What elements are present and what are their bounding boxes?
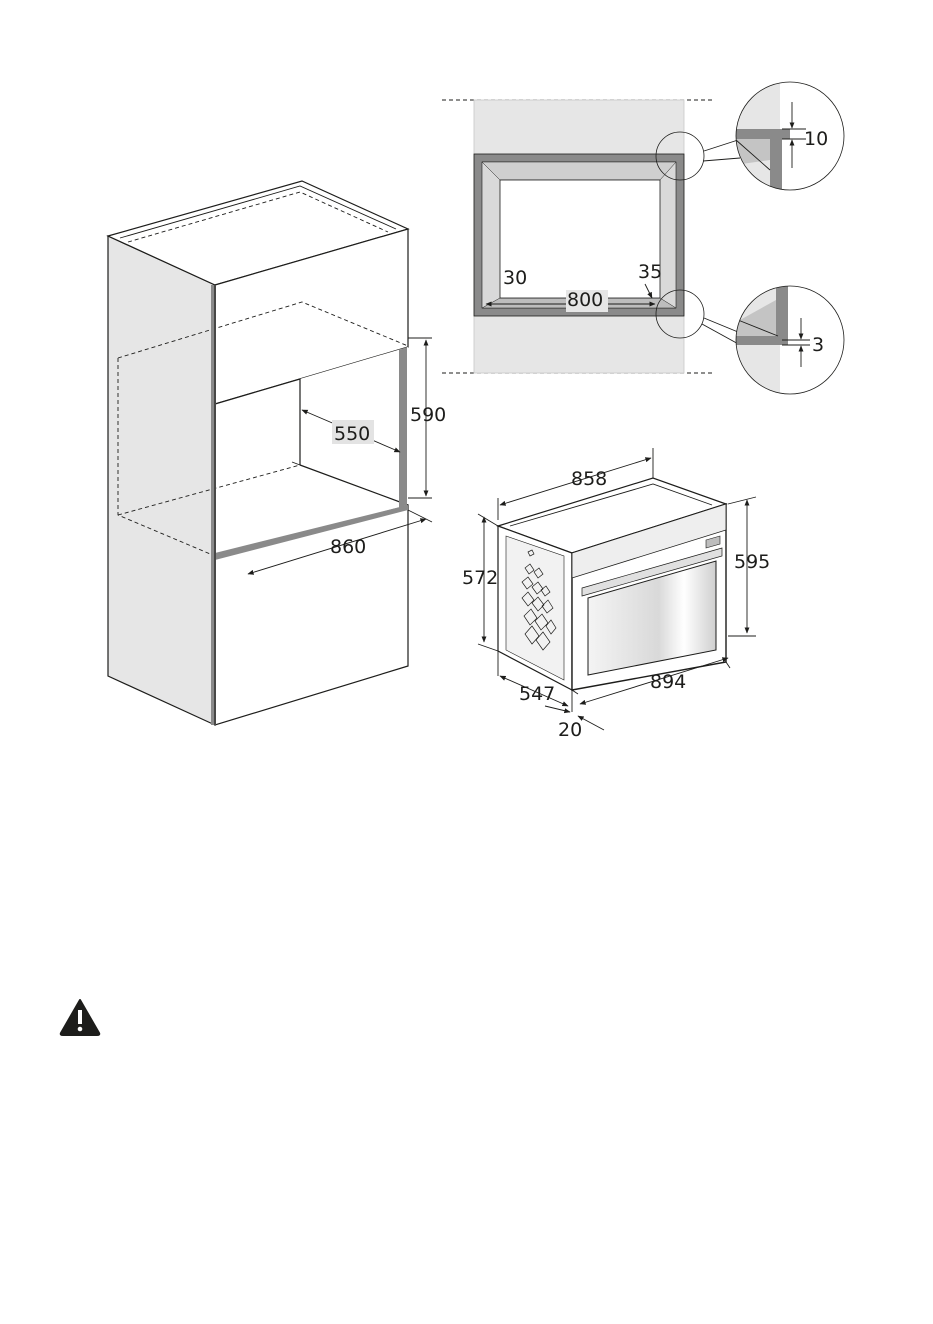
oven-front-width-label: 894 <box>650 671 686 693</box>
opening-width-label: 800 <box>567 289 603 311</box>
detail-bottom-dim: 3 <box>812 334 824 356</box>
detail-top: 10 <box>730 80 850 209</box>
niche-front-view: 800 30 35 <box>442 100 742 373</box>
detail-top-dim: 10 <box>804 128 828 150</box>
cabinet-height-label: 590 <box>410 404 446 426</box>
oven-depth-label: 547 <box>519 683 555 705</box>
side-gap-label: 30 <box>503 267 527 289</box>
cabinet-depth-label: 550 <box>334 423 370 445</box>
detail-bottom: 3 <box>730 280 850 400</box>
oven-front-height-label: 595 <box>734 551 770 573</box>
oven-top-width-label: 858 <box>571 468 607 490</box>
warning-triangle-icon <box>61 1000 100 1035</box>
oven-body-height-label: 572 <box>462 567 498 589</box>
oven-drawing: 858 595 572 547 894 20 <box>462 448 770 741</box>
oven-door-depth-label: 20 <box>558 719 582 741</box>
cabinet-drawing: 550 590 860 <box>108 181 446 725</box>
corner-gap-label: 35 <box>638 261 662 283</box>
cabinet-width-label: 860 <box>330 536 366 558</box>
